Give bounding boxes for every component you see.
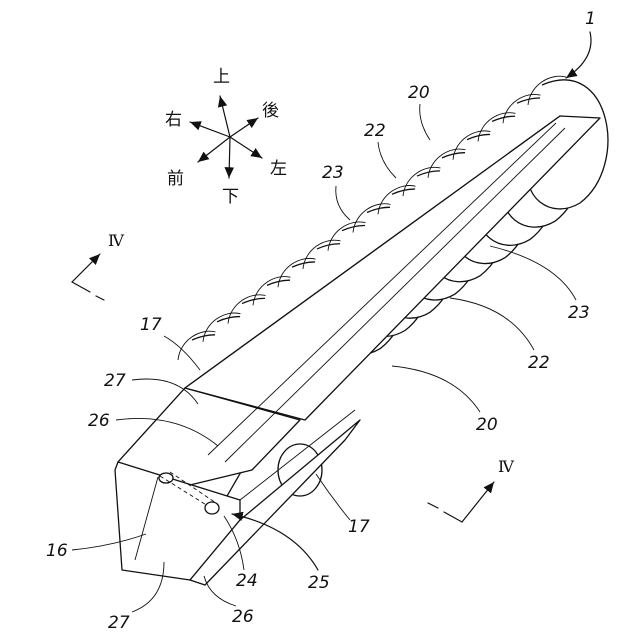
dir-down: 下	[222, 187, 239, 207]
ref-17-bottom: 17	[348, 517, 370, 537]
section-mark-left: Ⅳ	[108, 231, 125, 250]
dir-front: 前	[167, 169, 184, 189]
direction-compass: 上 下 右 後 前 左	[165, 67, 287, 207]
dir-up: 上	[213, 67, 230, 87]
ref-17-left: 17	[140, 315, 162, 335]
svg-text:1: 1	[585, 9, 596, 29]
ref-20-right: 20	[476, 415, 498, 435]
dir-back: 後	[262, 101, 279, 121]
dir-right: 右	[165, 110, 182, 130]
ref-27-left: 27	[104, 371, 126, 391]
section-mark-right: Ⅳ	[498, 457, 515, 476]
ref-22-right: 22	[528, 353, 550, 373]
core-bar	[115, 116, 600, 585]
ref-25: 25	[308, 573, 330, 593]
ref-24: 24	[236, 571, 258, 591]
ref-26-bottom: 26	[232, 607, 254, 627]
figure-number: 1	[566, 9, 596, 78]
ref-16: 16	[46, 541, 68, 561]
ref-23-right: 23	[568, 303, 590, 323]
ref-20-top: 20	[408, 83, 430, 103]
ref-27-bottom: 27	[108, 613, 130, 633]
dir-left: 左	[270, 159, 287, 179]
ref-22-top: 22	[364, 121, 386, 141]
ref-26-left: 26	[88, 411, 110, 431]
ref-23-top: 23	[322, 163, 344, 183]
